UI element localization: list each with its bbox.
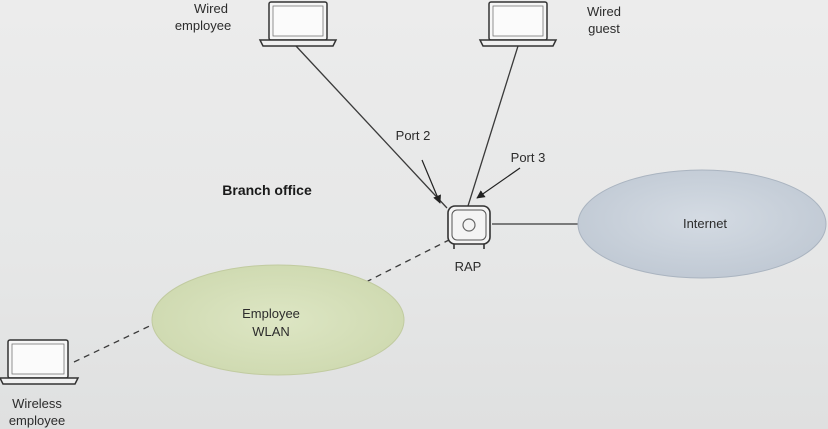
internet-cloud [577,169,827,279]
employee-wlan-zone [151,264,405,376]
wireless-employee-label-line1: Wireless [12,396,62,411]
link-wired-employee-to-rap [295,45,448,209]
link-wlan-to-rap-dashed [365,239,450,283]
port2-label: Port 2 [396,128,431,143]
wired-employee-laptop-icon [258,1,338,47]
link-wired-guest-to-rap [467,45,519,207]
employee-wlan-label-line1: Employee [242,306,300,321]
port3-label: Port 3 [511,150,546,165]
branch-office-label: Branch office [222,182,312,198]
wired-employee-label-line2: employee [175,18,231,33]
internet-label: Internet [683,216,727,231]
wired-guest-laptop-icon [478,1,558,47]
wireless-employee-laptop-icon [0,339,80,385]
port2-arrow [421,159,441,204]
rap-icon [447,205,491,249]
rap-label: RAP [455,259,482,274]
wired-employee-label-line1: Wired [194,1,228,16]
wireless-employee-label-line2: employee [9,413,65,428]
wired-guest-label-line1: Wired [587,4,621,19]
link-wireless-employee-to-wlan-dashed [73,321,159,363]
employee-wlan-label-line2: WLAN [252,324,290,339]
port3-arrow [476,167,521,199]
wired-guest-label-line2: guest [588,21,620,36]
